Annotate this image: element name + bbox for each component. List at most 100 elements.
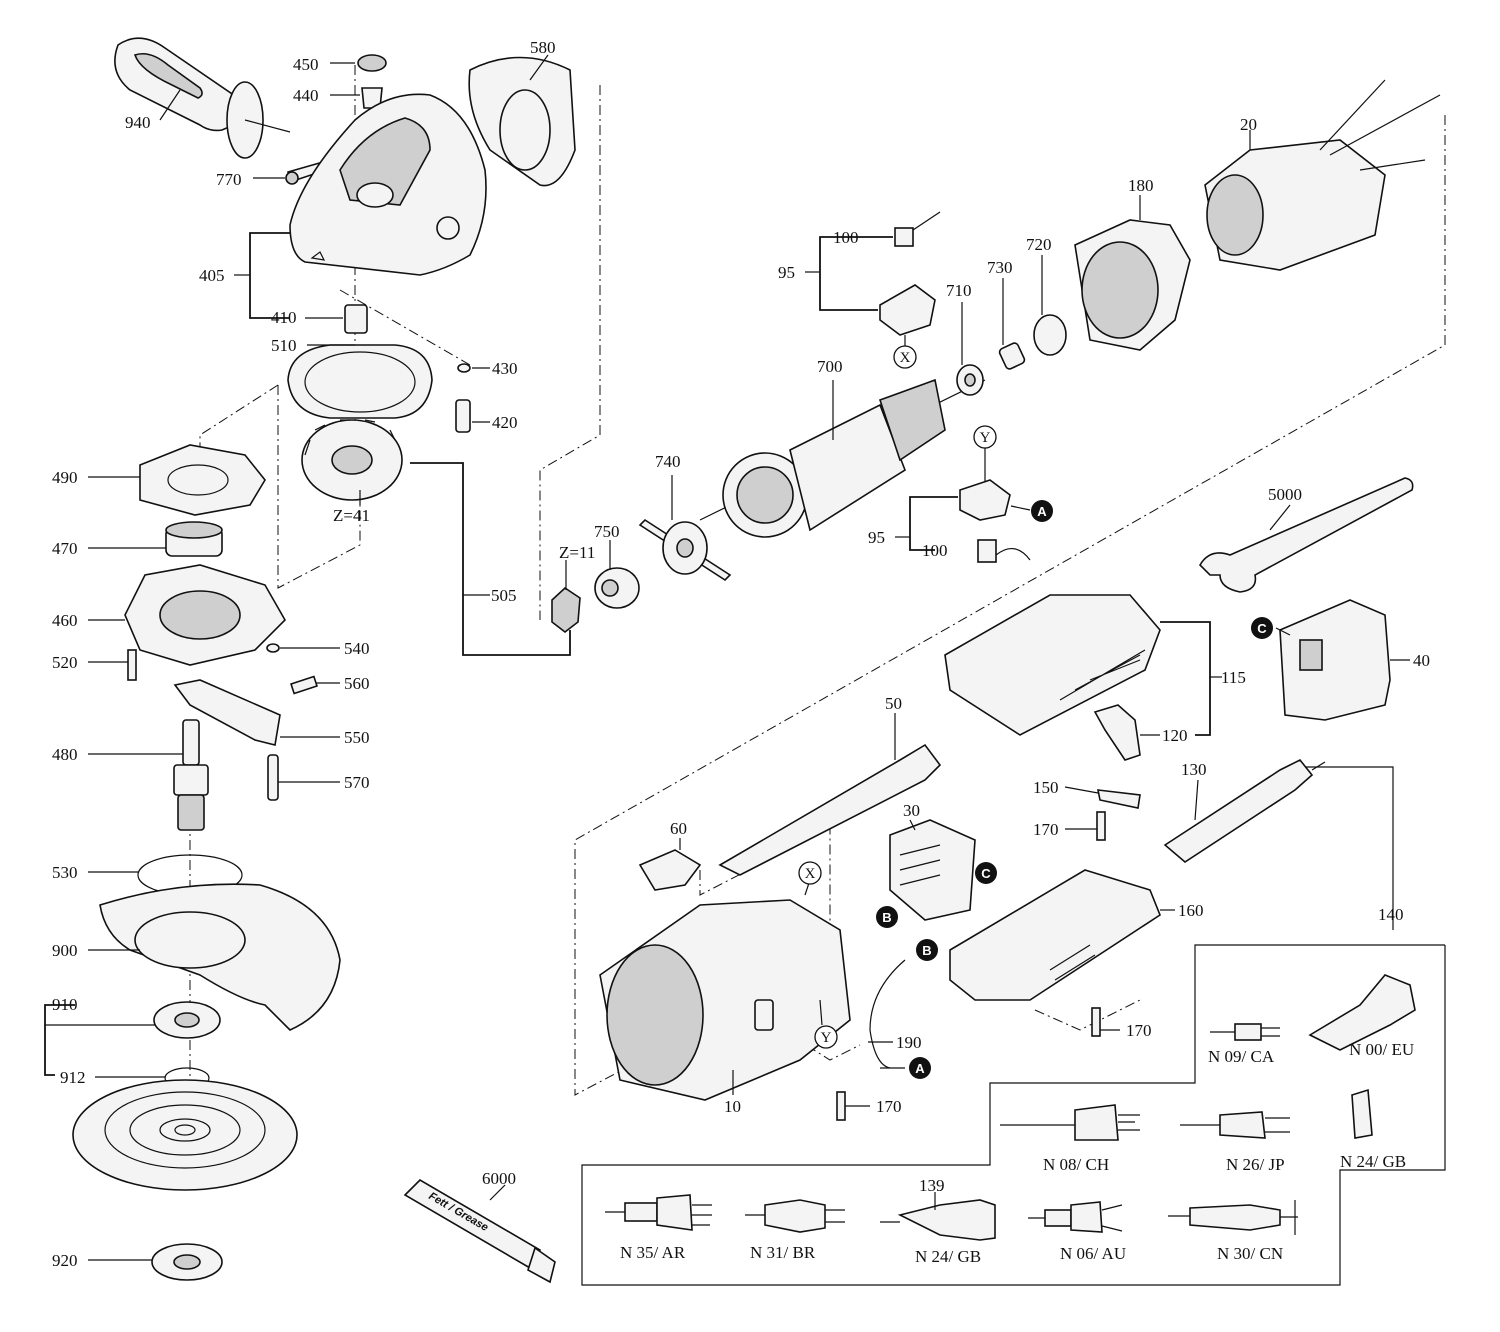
- label-10: 10: [724, 1097, 741, 1116]
- bearing-710: [956, 364, 984, 396]
- switch-30: [889, 819, 976, 921]
- label-910: 910: [52, 995, 78, 1014]
- label-180: 180: [1128, 176, 1154, 195]
- cable-190: [869, 959, 906, 1069]
- label-170-bottom: 170: [876, 1097, 902, 1116]
- plug-n24-gb-top: N 24/ GB: [1340, 1152, 1406, 1171]
- label-130: 130: [1181, 760, 1207, 779]
- sleeve-730: [998, 342, 1026, 370]
- svg-text:X: X: [805, 866, 816, 882]
- label-740: 740: [655, 452, 681, 471]
- label-912: 912: [60, 1068, 86, 1087]
- slider-120: [1093, 704, 1141, 761]
- cap-and-spring: [357, 54, 387, 109]
- wheel-guard-900: [99, 883, 341, 1031]
- power-cord-130: [1163, 758, 1326, 863]
- label-570: 570: [344, 773, 370, 792]
- plug-n06-au: N 06/ AU: [1060, 1244, 1126, 1263]
- label-160: 160: [1178, 901, 1204, 920]
- brush-holder-bottom: [959, 479, 1031, 563]
- label-150: 150: [1033, 778, 1059, 797]
- spindle-480: [173, 719, 209, 831]
- label-730: 730: [987, 258, 1013, 277]
- svg-text:B: B: [882, 910, 891, 925]
- plug-n35-ar: N 35/ AR: [620, 1243, 686, 1262]
- fan-housing-180: [1074, 219, 1191, 351]
- motor-housing-10: [599, 899, 851, 1101]
- svg-text:C: C: [1257, 621, 1267, 636]
- label-750: 750: [594, 522, 620, 541]
- label-405: 405: [199, 266, 225, 285]
- label-139: 139: [919, 1176, 945, 1195]
- label-440: 440: [293, 86, 319, 105]
- clamping-nut-920: [151, 1243, 223, 1281]
- electronics-module-40: [1279, 599, 1391, 721]
- label-700: 700: [817, 357, 843, 376]
- label-120: 120: [1162, 726, 1188, 745]
- label-20: 20: [1240, 115, 1257, 134]
- plate-150: [1096, 789, 1141, 809]
- bearing-flange-460: [124, 564, 286, 666]
- label-490: 490: [52, 468, 78, 487]
- stator-20: [1204, 79, 1441, 271]
- plug-icons: [605, 974, 1416, 1241]
- ring-720: [1033, 314, 1067, 356]
- marker-b-cable: B: [916, 939, 938, 961]
- label-190: 190: [896, 1033, 922, 1052]
- screw-170-bottom: [836, 1091, 846, 1121]
- label-100-bottom: 100: [922, 541, 948, 560]
- plug-n00-eu: N 00/ EU: [1349, 1040, 1414, 1059]
- label-580: 580: [530, 38, 556, 57]
- label-560: 560: [344, 674, 370, 693]
- plug-n30-cn: N 30/ CN: [1217, 1244, 1283, 1263]
- label-40: 40: [1413, 651, 1430, 670]
- label-95-top: 95: [778, 263, 795, 282]
- label-940: 940: [125, 113, 151, 132]
- svg-text:Y: Y: [980, 430, 991, 446]
- label-430: 430: [492, 359, 518, 378]
- marker-a-top: A: [1031, 500, 1053, 522]
- label-170-right: 170: [1126, 1021, 1152, 1040]
- air-guide-740: [638, 518, 732, 582]
- label-140: 140: [1378, 905, 1404, 924]
- side-handle: [114, 37, 291, 159]
- marker-a-bottom: A: [909, 1057, 931, 1079]
- switch-button-60: [638, 849, 702, 891]
- label-510: 510: [271, 336, 297, 355]
- svg-text:A: A: [1037, 504, 1047, 519]
- handle-shell-160: [949, 869, 1161, 1001]
- flange-910: [153, 1001, 221, 1039]
- label-450: 450: [293, 55, 319, 74]
- label-520: 520: [52, 653, 78, 672]
- label-480: 480: [52, 745, 78, 764]
- label-115: 115: [1221, 668, 1246, 687]
- flange-plate-490: [139, 444, 266, 516]
- screw-520: [127, 649, 137, 681]
- screw-170-top: [1096, 811, 1106, 841]
- bearing-470: [165, 521, 223, 557]
- label-420: 420: [492, 413, 518, 432]
- label-505: 505: [491, 586, 517, 605]
- plug-n26-jp: N 26/ JP: [1226, 1155, 1285, 1174]
- brush-holder-top: [879, 211, 941, 336]
- bearing-750: [594, 567, 640, 609]
- label-95-bottom: 95: [868, 528, 885, 547]
- gasket-510: [287, 344, 433, 419]
- plug-n08-ch: N 08/ CH: [1043, 1155, 1109, 1174]
- plug-variants-box: [581, 944, 1446, 1286]
- marker-y-top: Y: [973, 425, 997, 449]
- switch-rod-50: [718, 743, 942, 876]
- bevel-gear: [301, 419, 403, 501]
- marker-c-switch: C: [975, 862, 997, 884]
- spanner-wrench-5000: [1198, 477, 1414, 593]
- label-5000: 5000: [1268, 485, 1302, 504]
- svg-text:Y: Y: [821, 1030, 832, 1046]
- label-710: 710: [946, 281, 972, 300]
- label-410: 410: [271, 308, 297, 327]
- label-30: 30: [903, 801, 920, 820]
- marker-x-top: X: [893, 345, 917, 369]
- plug-n24-gb-bottom: N 24/ GB: [915, 1247, 981, 1266]
- screw-170-right: [1091, 1007, 1101, 1037]
- svg-text:C: C: [981, 866, 991, 881]
